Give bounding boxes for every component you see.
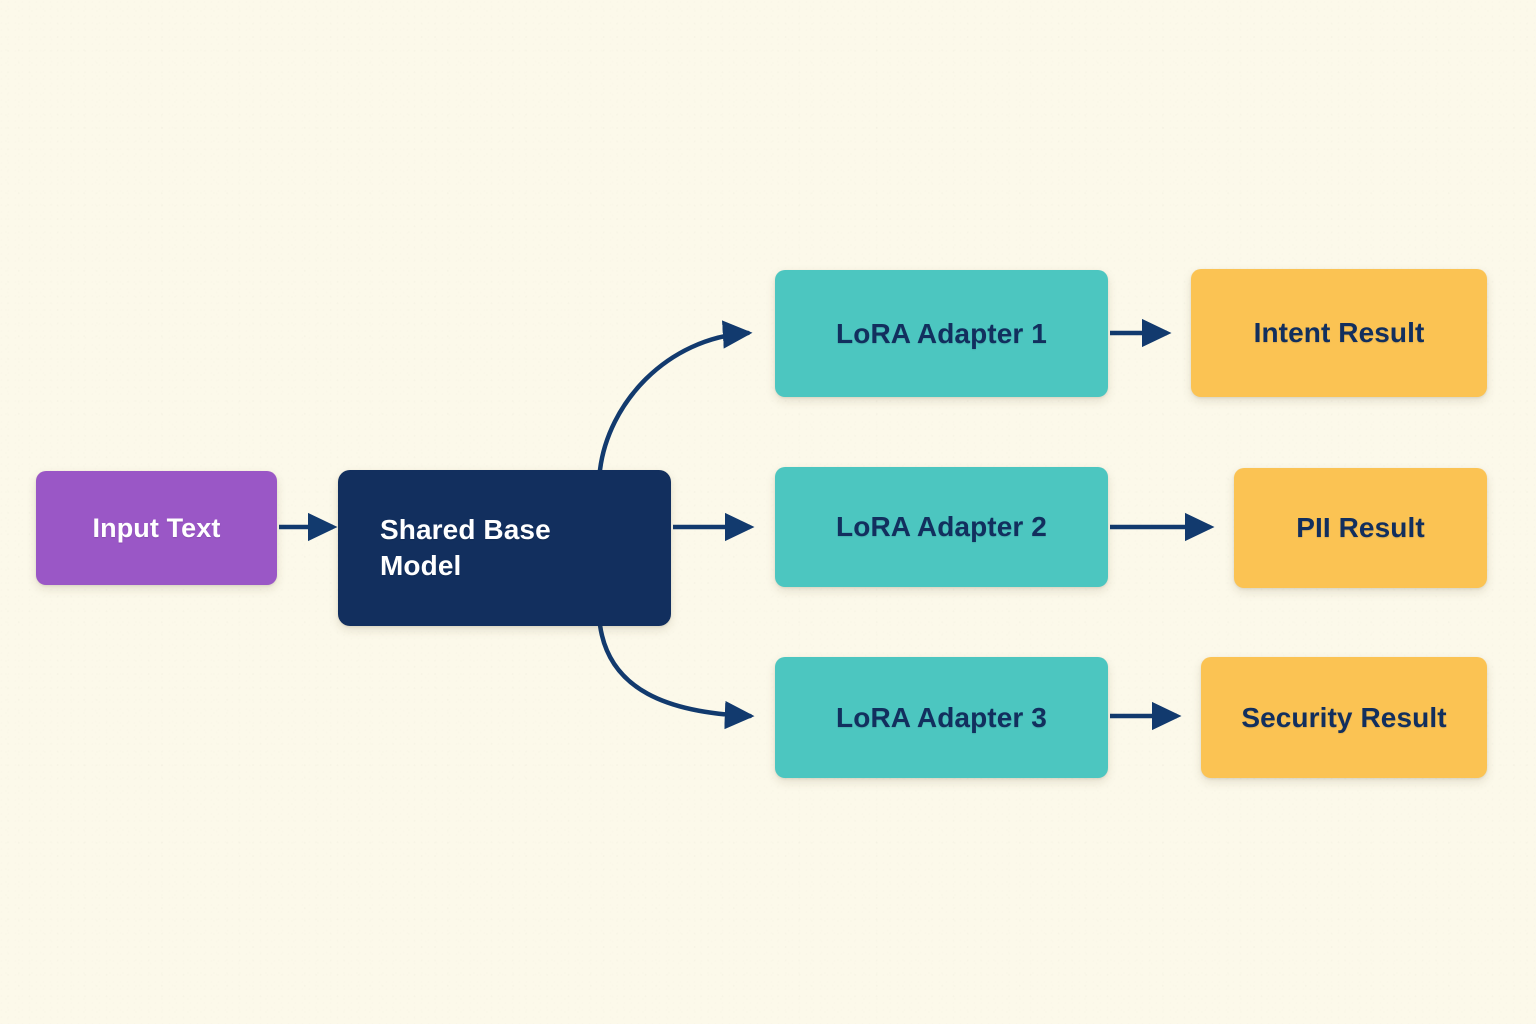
node-shared-base-model-line1: Shared Base bbox=[380, 514, 551, 546]
node-lora-adapter-1[interactable]: LoRA Adapter 1 bbox=[775, 270, 1108, 397]
node-pii-result-label: PII Result bbox=[1296, 512, 1425, 544]
node-shared-base-model-label: Shared Base Model bbox=[338, 512, 671, 584]
edge-base-to-adapter-3 bbox=[597, 622, 755, 730]
node-lora-adapter-3[interactable]: LoRA Adapter 3 bbox=[775, 657, 1108, 778]
node-input-text-label: Input Text bbox=[92, 512, 221, 543]
node-pii-result[interactable]: PII Result bbox=[1234, 468, 1487, 588]
node-intent-result-label: Intent Result bbox=[1253, 317, 1425, 349]
node-shared-base-model[interactable]: Shared Base Model bbox=[338, 470, 671, 626]
node-lora-adapter-1-label: LoRA Adapter 1 bbox=[836, 317, 1047, 349]
node-input-text[interactable]: Input Text bbox=[36, 471, 277, 585]
edge-base-to-adapter-1 bbox=[597, 320, 753, 473]
node-shared-base-model-line2: Model bbox=[380, 550, 462, 581]
node-lora-adapter-3-label: LoRA Adapter 3 bbox=[836, 701, 1047, 733]
node-lora-adapter-2[interactable]: LoRA Adapter 2 bbox=[775, 467, 1108, 587]
node-security-result-label: Security Result bbox=[1241, 701, 1447, 733]
node-lora-adapter-2-label: LoRA Adapter 2 bbox=[836, 511, 1047, 543]
node-security-result[interactable]: Security Result bbox=[1201, 657, 1487, 778]
node-intent-result[interactable]: Intent Result bbox=[1191, 269, 1487, 397]
